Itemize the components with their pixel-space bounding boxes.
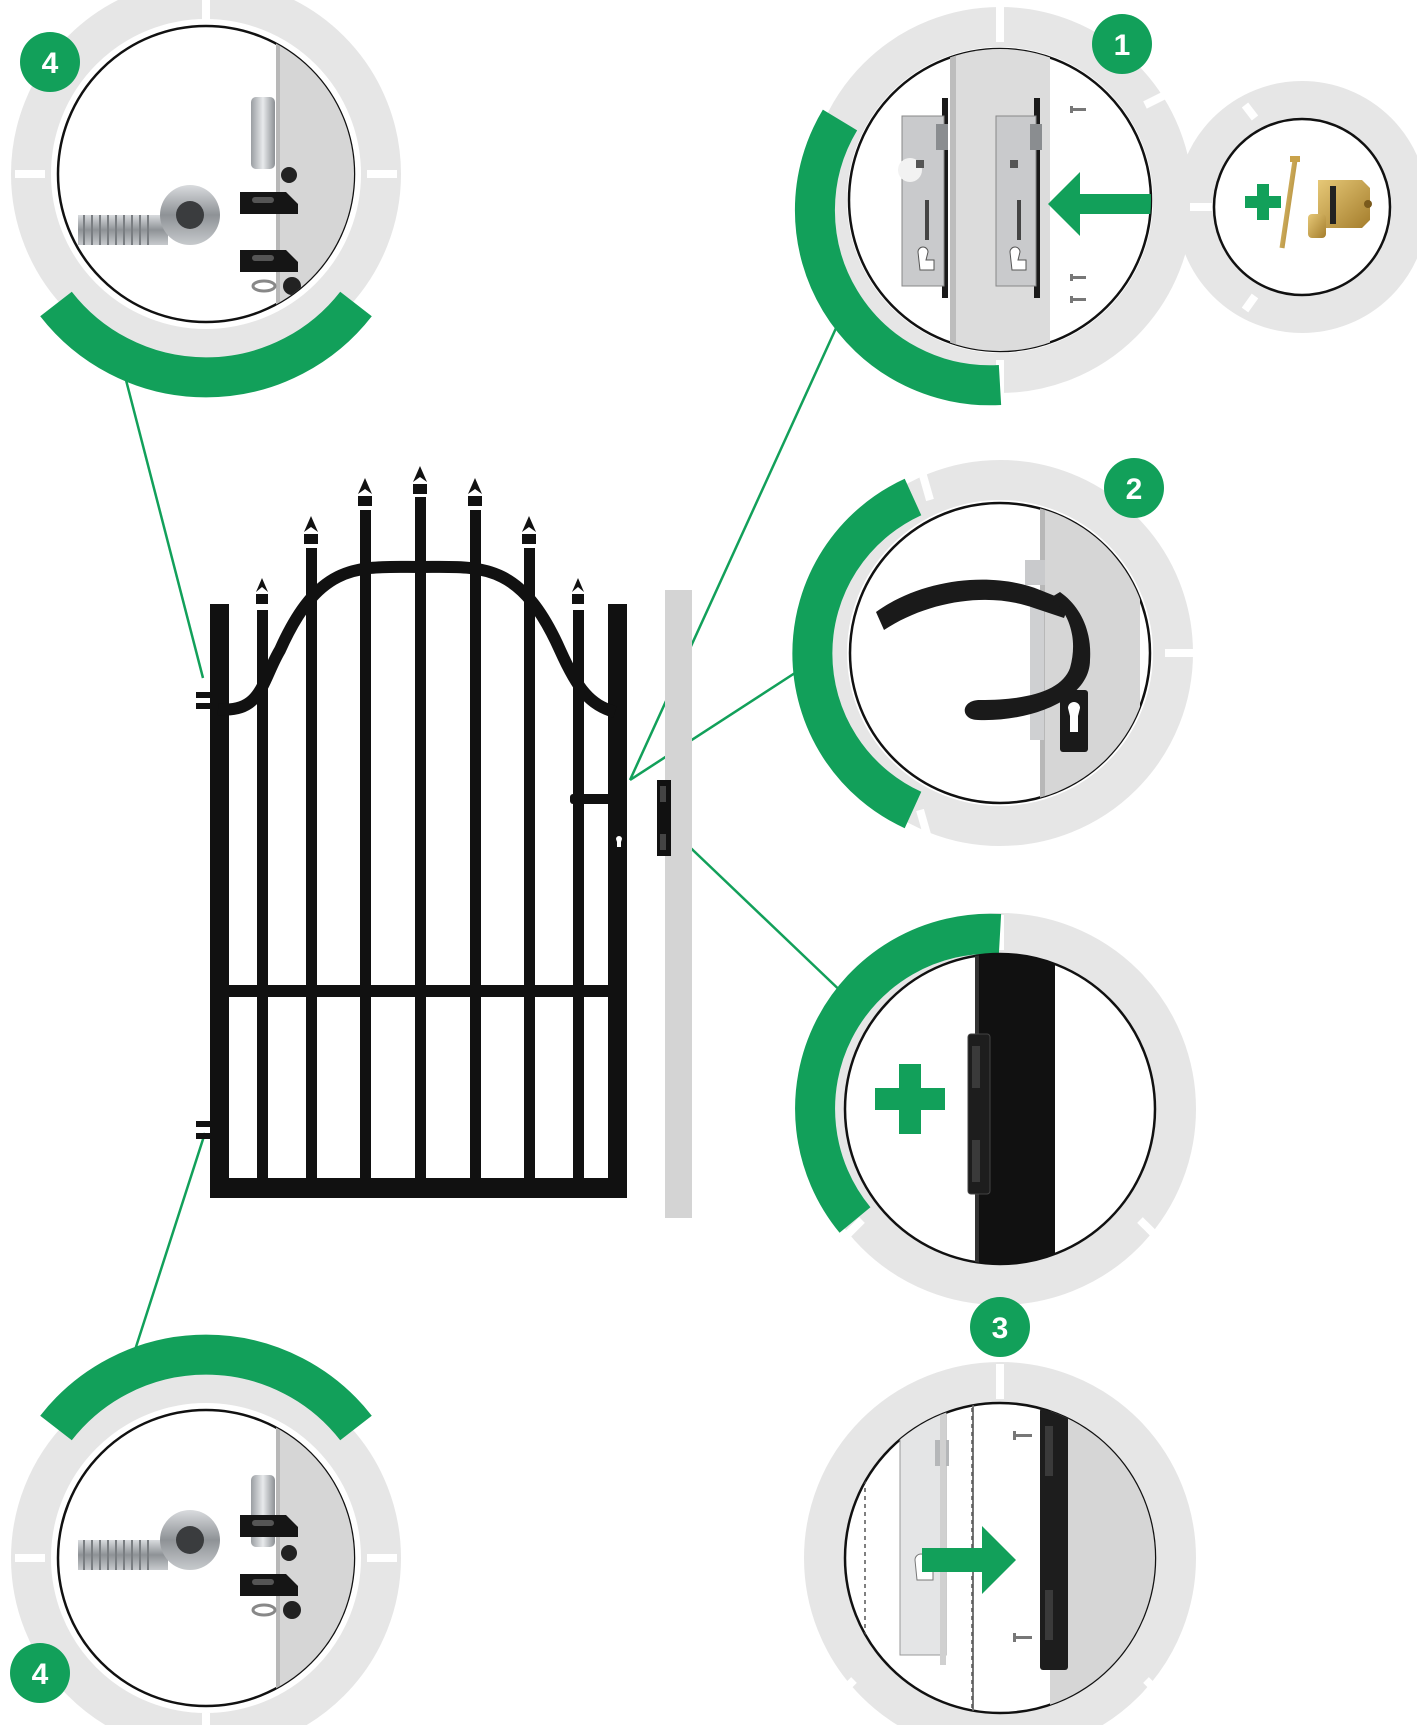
badge-label: 4: [32, 1658, 49, 1691]
gate-illustration: [196, 466, 692, 1218]
leader-line-top-hinge: [126, 380, 203, 678]
badge-label: 3: [992, 1312, 1009, 1345]
step-badge: 3: [970, 1297, 1030, 1357]
callout-lock: 1: [815, 5, 1175, 395]
callout-handle: 2: [812, 458, 1195, 845]
badge-label: 1: [1114, 29, 1131, 62]
callout-hinge-top: 4: [15, 0, 397, 377]
callout-keeper: 3: [824, 1297, 1176, 1725]
leader-line-keeper: [675, 833, 850, 1000]
leader-line-bottom-hinge: [135, 1133, 205, 1350]
callout-hinge-bottom: 4: [10, 1355, 397, 1725]
callout-keeper-plus: [815, 915, 1176, 1285]
step-badge: 1: [1092, 14, 1152, 74]
callout-cylinder: [1190, 101, 1408, 313]
gate-frame-right: [608, 604, 627, 1198]
badge-label: 4: [42, 47, 59, 80]
fence-post: [665, 590, 692, 1218]
badge-label: 2: [1126, 473, 1143, 506]
gate-hinge-top: [196, 692, 211, 709]
step-badge: 2: [1104, 458, 1164, 518]
gate-frame-left: [210, 604, 229, 1198]
gate-hinge-bottom: [196, 1121, 211, 1139]
step-badge: 4: [20, 32, 80, 92]
gate-lock-plate: [612, 788, 626, 816]
step-badge: 4: [10, 1643, 70, 1703]
gate-pickets: [257, 497, 584, 1188]
